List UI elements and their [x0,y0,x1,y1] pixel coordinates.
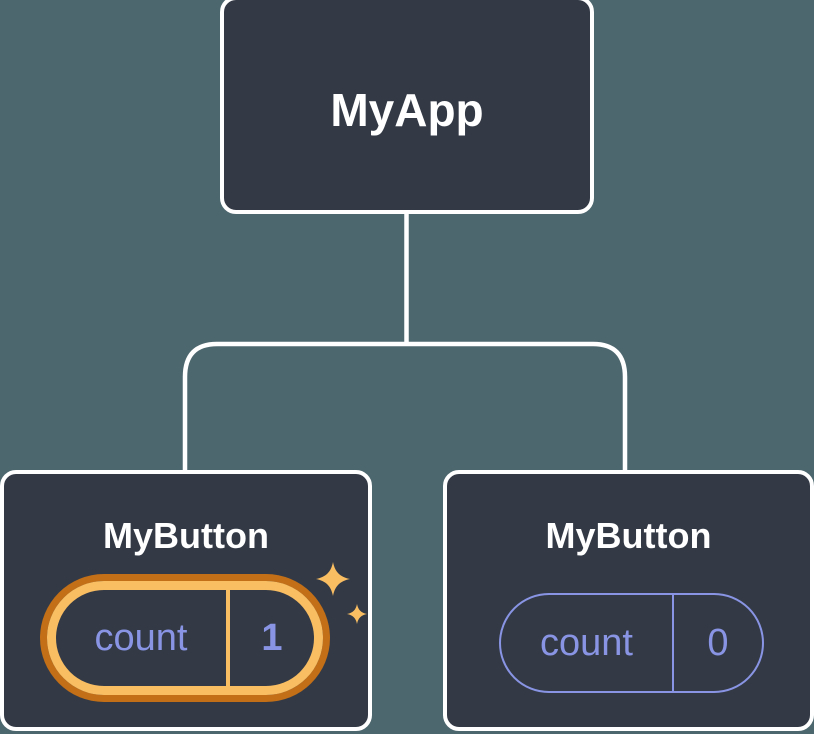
sparkle-large [316,562,350,596]
component-node-button-1: MyButton count 1 [0,470,372,731]
component-node-button-2: MyButton count 0 [443,470,814,731]
state-value: 1 [226,590,314,686]
state-name-label: count [540,621,633,664]
component-label: MyButton [103,515,269,556]
state-name-label: count [94,616,188,659]
component-label: MyButton [545,515,712,556]
state-pill-plain: count 0 [499,593,764,693]
sparkles-icon [316,562,367,624]
connector-branch-bracket [182,341,628,472]
state-pill-highlighted: count 1 [47,581,323,695]
component-node-root: MyApp [220,0,594,214]
component-label: MyApp [330,84,484,136]
state-value: 0 [672,595,762,691]
sparkle-small [347,604,367,624]
